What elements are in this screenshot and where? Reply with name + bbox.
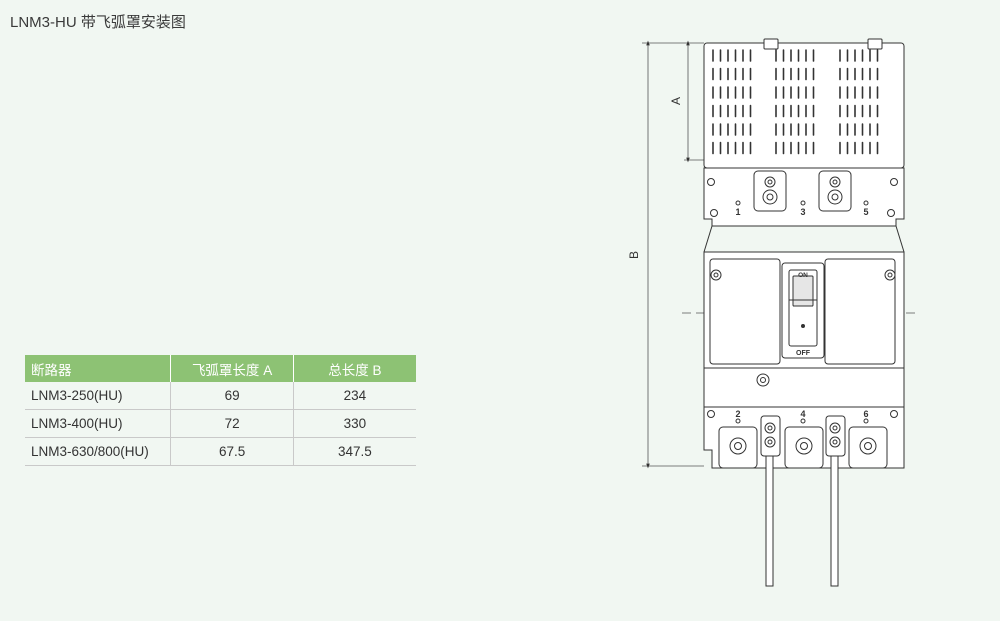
cell-model: LNM3-250(HU) [25,382,172,410]
table-header-row: 断路器 飞弧罩长度 A 总长度 B [25,355,416,382]
cell-a: 67.5 [170,437,294,466]
header-breaker: 断路器 [25,355,172,382]
spec-table: 断路器 飞弧罩长度 A 总长度 B LNM3-250(HU) 69 234 LN… [25,355,416,466]
dimension-b-label: B [627,251,641,259]
terminal-label-2: 2 [735,409,740,419]
terminal-label-4: 4 [800,409,805,419]
page-title: LNM3-HU 带飞弧罩安装图 [10,14,186,31]
top-terminal-cover [703,167,905,227]
arc-cover [703,38,905,169]
dimension-a-label: A [669,97,683,105]
breaker-drawing: A B 1 3 5 [627,38,915,587]
cell-model: LNM3-400(HU) [25,409,172,438]
cell-a: 72 [170,409,294,438]
terminal-label-5: 5 [863,207,868,217]
table-row: LNM3-400(HU) 72 330 [25,409,416,438]
cell-b: 347.5 [293,437,416,466]
bottom-terminal-cover [703,406,905,469]
terminal-label-1: 1 [735,207,740,217]
terminal-label-6: 6 [863,409,868,419]
dimension-lines [642,40,704,469]
header-arc-cover-length: 飞弧罩长度 A [170,355,294,382]
cell-model: LNM3-630/800(HU) [25,437,172,466]
table-row: LNM3-630/800(HU) 67.5 347.5 [25,437,416,466]
table-row: LNM3-250(HU) 69 234 [25,382,416,410]
cell-a: 69 [170,382,294,410]
terminal-label-3: 3 [800,207,805,217]
toggle-handle [781,262,825,359]
toggle-off-label: OFF [796,350,811,357]
toggle-on-label: ON [798,272,808,279]
arc-cover-vents [712,49,879,155]
cell-b: 234 [293,382,416,410]
bottom-leads [765,455,839,587]
cell-b: 330 [293,409,416,438]
header-total-length: 总长度 B [293,355,416,382]
